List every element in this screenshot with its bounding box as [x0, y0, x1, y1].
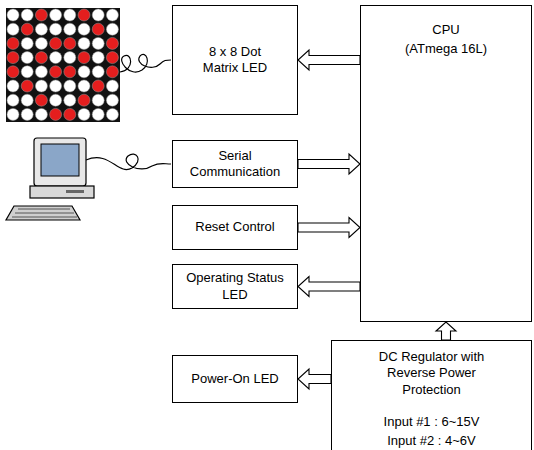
led-dot — [21, 108, 33, 120]
led-dot — [64, 94, 76, 106]
led-dot — [106, 94, 118, 106]
matrix-background — [6, 8, 120, 122]
led-dot — [64, 108, 76, 120]
block-arrow — [298, 277, 360, 297]
led-dot — [21, 52, 33, 64]
box-label: Reset Control — [195, 219, 274, 235]
led-dot — [92, 9, 104, 21]
led-dot — [92, 66, 104, 78]
led-dot — [50, 9, 62, 21]
led-dot — [7, 80, 19, 92]
led-dot — [106, 23, 118, 35]
led-dot — [78, 66, 90, 78]
led-dot — [106, 80, 118, 92]
led-dot — [21, 37, 33, 49]
regulator-box: DC Regulator with Reverse Power Protecti… — [331, 340, 532, 450]
led-dot — [7, 66, 19, 78]
block-arrow — [436, 322, 456, 340]
led-dot — [106, 108, 118, 120]
led-dot — [7, 23, 19, 35]
computer-illustration — [6, 138, 94, 220]
computer-case — [30, 186, 94, 198]
led-dot — [78, 108, 90, 120]
led-dot — [35, 66, 47, 78]
led-dot — [92, 108, 104, 120]
led-dot — [92, 37, 104, 49]
control-box: Reset Control — [172, 205, 298, 250]
led-dot — [64, 66, 76, 78]
led-dot — [92, 52, 104, 64]
led-dot — [64, 80, 76, 92]
led-dot — [78, 23, 90, 35]
led-dot — [7, 52, 19, 64]
led-dot — [78, 94, 90, 106]
led-dot — [35, 108, 47, 120]
led-dot — [7, 37, 19, 49]
led-dot — [64, 9, 76, 21]
led-dot — [78, 9, 90, 21]
keyboard — [6, 206, 80, 220]
led-dot — [35, 23, 47, 35]
led-dot — [50, 80, 62, 92]
cable-wire — [86, 154, 171, 169]
box-label: Power-On LED — [191, 371, 278, 387]
cable-wire — [120, 54, 171, 72]
led-dot — [50, 23, 62, 35]
led-dot — [21, 94, 33, 106]
block-arrow — [298, 369, 331, 389]
led-dot — [92, 23, 104, 35]
monitor — [34, 138, 86, 186]
led-dot — [35, 37, 47, 49]
led-dot — [7, 108, 19, 120]
led-dot — [106, 52, 118, 64]
led-dot — [78, 80, 90, 92]
box-label: CPU — [432, 22, 459, 38]
led-dot — [50, 94, 62, 106]
led-dot — [35, 52, 47, 64]
led-dot — [78, 52, 90, 64]
led-dot — [106, 9, 118, 21]
led-dot — [21, 66, 33, 78]
led-dot — [21, 23, 33, 35]
display-box: 8 x 8 Dot Matrix LED — [172, 5, 298, 115]
led-dot — [7, 94, 19, 106]
led-dot — [21, 80, 33, 92]
led-dot — [64, 37, 76, 49]
led-dot — [92, 94, 104, 106]
led-dot — [64, 23, 76, 35]
box-label: Operating Status LED — [179, 270, 291, 303]
box-label: DC Regulator with Reverse Power Protecti… — [357, 349, 507, 398]
block-arrow — [298, 218, 360, 238]
led-dot — [92, 80, 104, 92]
status-box: Operating Status LED — [172, 264, 298, 309]
indicator-box: Power-On LED — [172, 355, 298, 403]
led-dot — [50, 52, 62, 64]
cpu-box: CPU (ATmega 16L) — [360, 5, 532, 322]
interface-box: Serial Communication — [172, 140, 298, 188]
led-dot — [106, 66, 118, 78]
box-label: Serial Communication — [183, 148, 287, 181]
led-dot — [50, 66, 62, 78]
box-sublabel: Input #1 : 6~15V — [384, 414, 480, 430]
box-sublabel: (ATmega 16L) — [405, 41, 487, 57]
box-label: 8 x 8 Dot Matrix LED — [194, 44, 276, 77]
box-sublabel: Input #2 : 4~6V — [387, 433, 476, 449]
monitor-screen — [41, 144, 79, 176]
keyboard-keys — [12, 209, 77, 217]
led-dot — [106, 37, 118, 49]
led-dot — [35, 9, 47, 21]
led-dot — [78, 37, 90, 49]
block-arrow — [298, 50, 360, 70]
led-dot — [50, 37, 62, 49]
block-arrow — [298, 154, 360, 174]
led-dot — [35, 80, 47, 92]
led-dot — [7, 9, 19, 21]
dot-matrix-illustration — [6, 8, 120, 122]
drive-slot — [66, 190, 84, 193]
led-dot — [35, 94, 47, 106]
led-dot — [50, 108, 62, 120]
led-dot — [21, 9, 33, 21]
led-dot — [64, 52, 76, 64]
